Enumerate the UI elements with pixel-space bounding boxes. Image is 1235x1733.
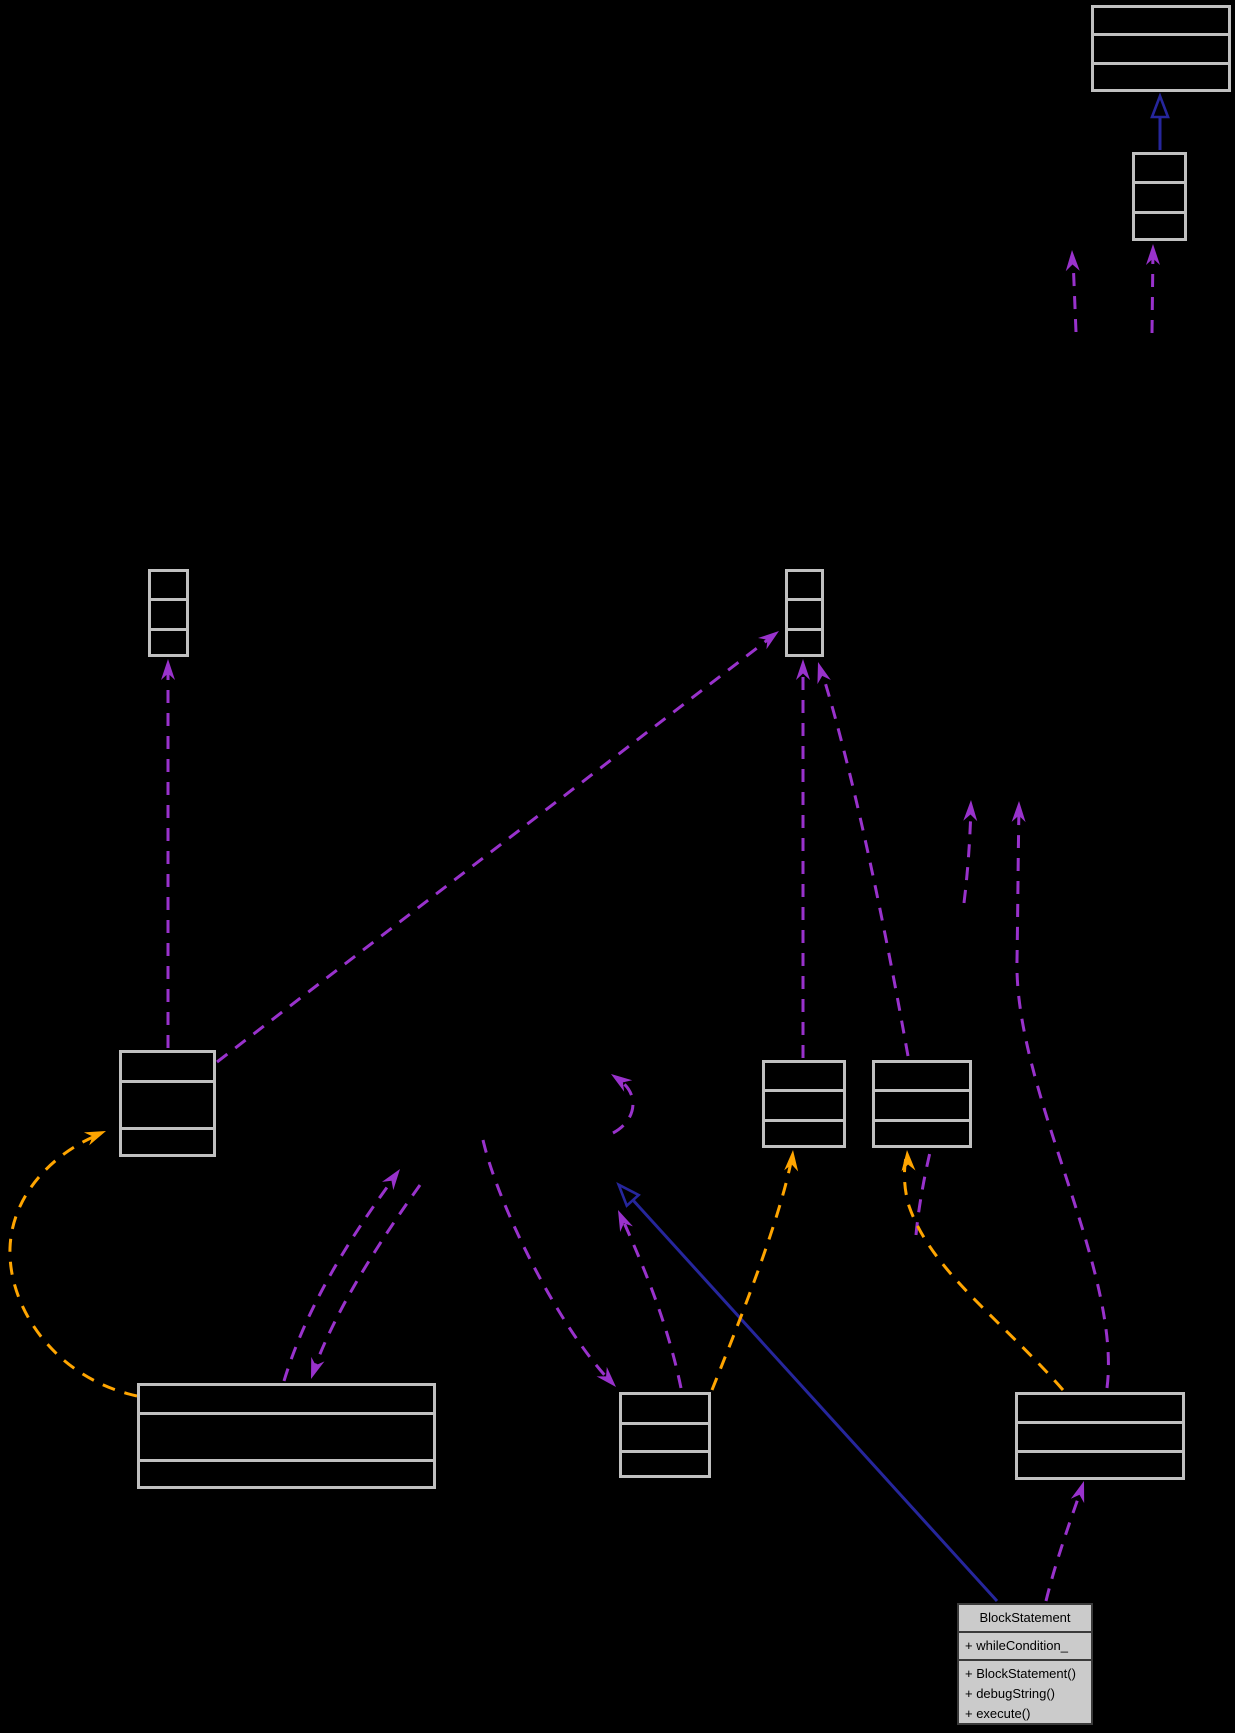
usage-edge-center-vertical xyxy=(796,659,810,1058)
compartment-divider xyxy=(151,598,186,601)
class-node-mid-center-2[interactable] xyxy=(872,1060,972,1148)
compartment-divider xyxy=(1018,1450,1182,1453)
usage-edge-bottomleft-up-arrowhead xyxy=(381,1169,400,1191)
compartment-divider xyxy=(140,1412,433,1415)
usage-edge-center-diagonal xyxy=(817,662,910,1057)
usage-edge-bottomleft-down-arrowhead xyxy=(311,1356,325,1379)
template-edge-left xyxy=(8,1131,138,1398)
usage-edge-left-vertical-arrowhead xyxy=(161,659,175,680)
compartment-divider xyxy=(622,1450,708,1453)
class-node-blockstatement: BlockStatement + whileCondition_ + Block… xyxy=(957,1603,1093,1725)
template-edge-left-arrowhead xyxy=(83,1131,106,1146)
template-edge-middle-arrowhead xyxy=(784,1150,799,1172)
compartment-divider xyxy=(788,598,821,601)
usage-edge-right-short-arrowhead xyxy=(963,800,978,822)
usage-edge-left-diagonal xyxy=(216,631,779,1064)
inheritance-edge-top xyxy=(1150,92,1170,150)
usage-edge-top-a xyxy=(1065,250,1080,333)
class-node-top-right-inner[interactable] xyxy=(1132,152,1187,241)
compartment-divider xyxy=(151,628,186,631)
blockstatement-method: + BlockStatement() xyxy=(965,1666,1076,1681)
compartment-divider xyxy=(122,1080,213,1083)
compartment-divider xyxy=(765,1119,843,1122)
usage-edge-top-a-arrowhead xyxy=(1065,250,1080,272)
inheritance-edge-top-arrowhead xyxy=(1150,92,1170,119)
template-edge-right xyxy=(901,1150,1065,1391)
usage-edge-to-bottom-middle xyxy=(481,1139,616,1387)
usage-edge-from-bottom-middle xyxy=(618,1210,683,1389)
compartment-divider xyxy=(622,1422,708,1425)
compartment-divider xyxy=(122,1127,213,1130)
class-node-mid-left[interactable] xyxy=(119,1050,216,1157)
blockstatement-methods: + BlockStatement() + debugString() + exe… xyxy=(959,1661,1091,1724)
class-node-upper-middle[interactable] xyxy=(785,569,824,657)
usage-edge-top-b xyxy=(1146,244,1160,334)
class-node-top-right-outer[interactable] xyxy=(1091,5,1231,92)
usage-edge-bottomleft-down xyxy=(311,1184,422,1379)
usage-edge-blockstatement-up xyxy=(1044,1481,1085,1602)
usage-edge-right-long xyxy=(1011,801,1110,1389)
usage-edge-blockstatement-up-arrowhead xyxy=(1070,1481,1085,1504)
compartment-divider xyxy=(1135,181,1184,184)
class-node-mid-center-1[interactable] xyxy=(762,1060,846,1148)
usage-edge-top-b-arrowhead xyxy=(1146,244,1160,265)
usage-edge-to-bottom-middle-arrowhead xyxy=(596,1366,616,1387)
compartment-divider xyxy=(1135,211,1184,214)
blockstatement-title: BlockStatement xyxy=(959,1605,1091,1633)
inheritance-edge-blockstatement-arrowhead xyxy=(616,1182,641,1208)
usage-edge-left-vertical xyxy=(161,659,175,1048)
compartment-divider xyxy=(765,1089,843,1092)
compartment-divider xyxy=(875,1119,969,1122)
usage-edge-bottomleft-up xyxy=(282,1169,400,1382)
compartment-divider xyxy=(1018,1421,1182,1424)
usage-edge-right-short xyxy=(962,800,978,904)
compartment-divider xyxy=(1094,62,1228,65)
compartment-divider xyxy=(788,628,821,631)
class-node-bottom-middle[interactable] xyxy=(619,1392,711,1478)
compartment-divider xyxy=(1094,33,1228,36)
usage-edge-curl-arrowhead xyxy=(611,1074,633,1092)
inheritance-edge-blockstatement xyxy=(616,1182,999,1603)
usage-edge-curl xyxy=(611,1074,635,1135)
usage-edge-right-long-arrowhead xyxy=(1011,801,1026,823)
template-edge-middle xyxy=(710,1150,799,1391)
blockstatement-attribute: + whileCondition_ xyxy=(965,1638,1068,1653)
blockstatement-method: + execute() xyxy=(965,1706,1031,1721)
class-node-upper-left[interactable] xyxy=(148,569,189,657)
compartment-divider xyxy=(140,1459,433,1462)
usage-edge-from-bottom-middle-arrowhead xyxy=(618,1210,633,1233)
compartment-divider xyxy=(875,1089,969,1092)
blockstatement-attributes: + whileCondition_ xyxy=(959,1633,1091,1661)
usage-edge-center-vertical-arrowhead xyxy=(796,659,810,680)
template-edge-right-arrowhead xyxy=(901,1150,916,1172)
usage-edge-left-diagonal-arrowhead xyxy=(758,631,779,650)
class-node-bottom-left[interactable] xyxy=(137,1383,436,1489)
class-node-bottom-right[interactable] xyxy=(1015,1392,1185,1480)
blockstatement-method: + debugString() xyxy=(965,1686,1055,1701)
usage-edge-center-diagonal-arrowhead xyxy=(817,662,831,685)
